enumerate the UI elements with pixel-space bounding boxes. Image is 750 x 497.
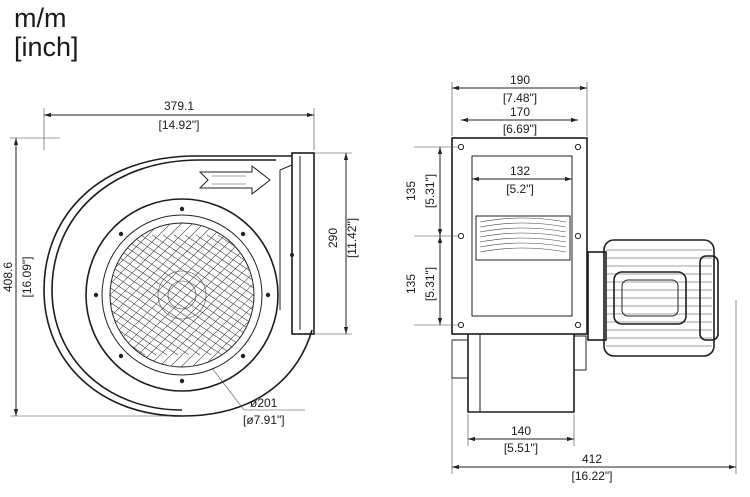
hatch-line <box>110 234 179 356</box>
hatch-line <box>110 234 168 356</box>
opening-in: [5.2"] <box>506 182 534 196</box>
scroll-housing <box>43 155 313 417</box>
hatch-line <box>173 234 254 356</box>
outlet-edge <box>279 164 293 171</box>
front-width-mm: 379.1 <box>164 99 194 113</box>
impeller-blade <box>479 237 567 243</box>
front-height-mm: 408.6 <box>1 262 15 292</box>
motor-body <box>603 239 715 357</box>
motor-hub-inner <box>167 280 197 310</box>
side-flange-opening <box>471 155 573 317</box>
hatch-line <box>217 223 254 367</box>
outlet-flange <box>291 152 315 335</box>
hatch-line <box>206 234 254 356</box>
side-view: 190 [7.48"] 170 [6.69"] 132 [5.2"] 135 [… <box>404 73 737 483</box>
airflow-arrow-icon <box>198 164 271 196</box>
grill-edge <box>109 222 255 368</box>
hatch-line <box>110 234 254 356</box>
motor-flange <box>587 251 607 341</box>
hatch-line <box>110 234 223 356</box>
side-housing <box>467 334 575 413</box>
front-height-in: [16.09"] <box>20 257 34 298</box>
hatch-line <box>217 234 254 356</box>
unit-metric: m/m <box>14 3 67 33</box>
flange-inner-in: [6.69"] <box>503 122 537 136</box>
hatch-line <box>228 223 254 367</box>
ring-holes <box>93 206 294 384</box>
impeller-blade <box>479 222 567 228</box>
scroll-inner-edge <box>51 159 276 411</box>
base-width-mm: 140 <box>511 424 531 438</box>
front-view: 379.1 [14.92"] 408.6 [16.09"] 290 [11.42… <box>1 99 359 427</box>
inlet-ring-inner <box>101 214 263 376</box>
side-collar <box>573 335 587 371</box>
impeller-blade <box>479 242 567 248</box>
upper-hole-in: [5.31"] <box>423 174 437 208</box>
flange-holes <box>457 143 582 329</box>
hatch-line <box>110 234 254 356</box>
hatch-line <box>162 234 254 356</box>
hatch-line <box>110 234 157 356</box>
hatch-line <box>110 234 212 356</box>
front-width-in: [14.92"] <box>159 118 200 132</box>
hatch-line <box>195 234 254 356</box>
hatch-line <box>140 234 254 356</box>
hatch-line <box>110 234 245 356</box>
upper-hole-mm: 135 <box>404 181 418 201</box>
hatch-line <box>110 223 190 367</box>
hatch-line <box>110 223 179 367</box>
hatch-line <box>129 234 254 356</box>
inlet-diameter-mm: ø201 <box>250 396 278 410</box>
unit-legend: m/m [inch] <box>14 4 79 62</box>
impeller <box>475 215 571 261</box>
hatch-line <box>110 234 254 356</box>
impeller-blade <box>479 247 567 253</box>
flange-inner-mm: 170 <box>510 105 530 119</box>
outlet-mm: 290 <box>326 228 340 248</box>
hatch-line <box>110 234 190 356</box>
flange-width-mm: 190 <box>510 73 530 87</box>
hatch-line <box>173 223 254 367</box>
hatch-line <box>184 223 254 367</box>
inlet-diameter-in: [ø7.91"] <box>243 413 285 427</box>
inlet-grill <box>110 223 254 367</box>
hatch-line <box>110 234 234 356</box>
total-length-mm: 412 <box>582 452 602 466</box>
lower-hole-mm: 135 <box>404 274 418 294</box>
hatch-line <box>118 234 254 356</box>
inlet-ring-outer <box>85 198 279 392</box>
hatch-line <box>110 234 201 356</box>
impeller-blade <box>479 232 567 238</box>
total-length-in: [16.22"] <box>572 469 613 483</box>
impeller-frame <box>475 215 571 261</box>
opening-mm: 132 <box>510 164 530 178</box>
flange-width-in: [7.48"] <box>503 91 537 105</box>
hatch-line <box>110 223 124 367</box>
base-width-in: [5.51"] <box>504 441 538 455</box>
motor <box>587 239 719 357</box>
diameter-leader <box>211 367 305 411</box>
hatch-line <box>206 223 254 367</box>
hatch-line <box>110 223 201 367</box>
unit-imperial: [inch] <box>14 32 79 62</box>
hatch-line <box>151 234 254 356</box>
hatch-line <box>184 234 254 356</box>
impeller-blade <box>479 217 567 223</box>
motor-end-cap <box>699 255 719 341</box>
lower-hole-in: [5.31"] <box>423 267 437 301</box>
side-bracket <box>451 339 469 379</box>
hatch-line <box>228 234 254 356</box>
terminal-box-inner <box>621 279 679 317</box>
outlet-in: [11.42"] <box>345 218 359 258</box>
terminal-box <box>613 271 687 325</box>
impeller-blade <box>479 227 567 233</box>
motor-hub-outer <box>157 270 207 320</box>
